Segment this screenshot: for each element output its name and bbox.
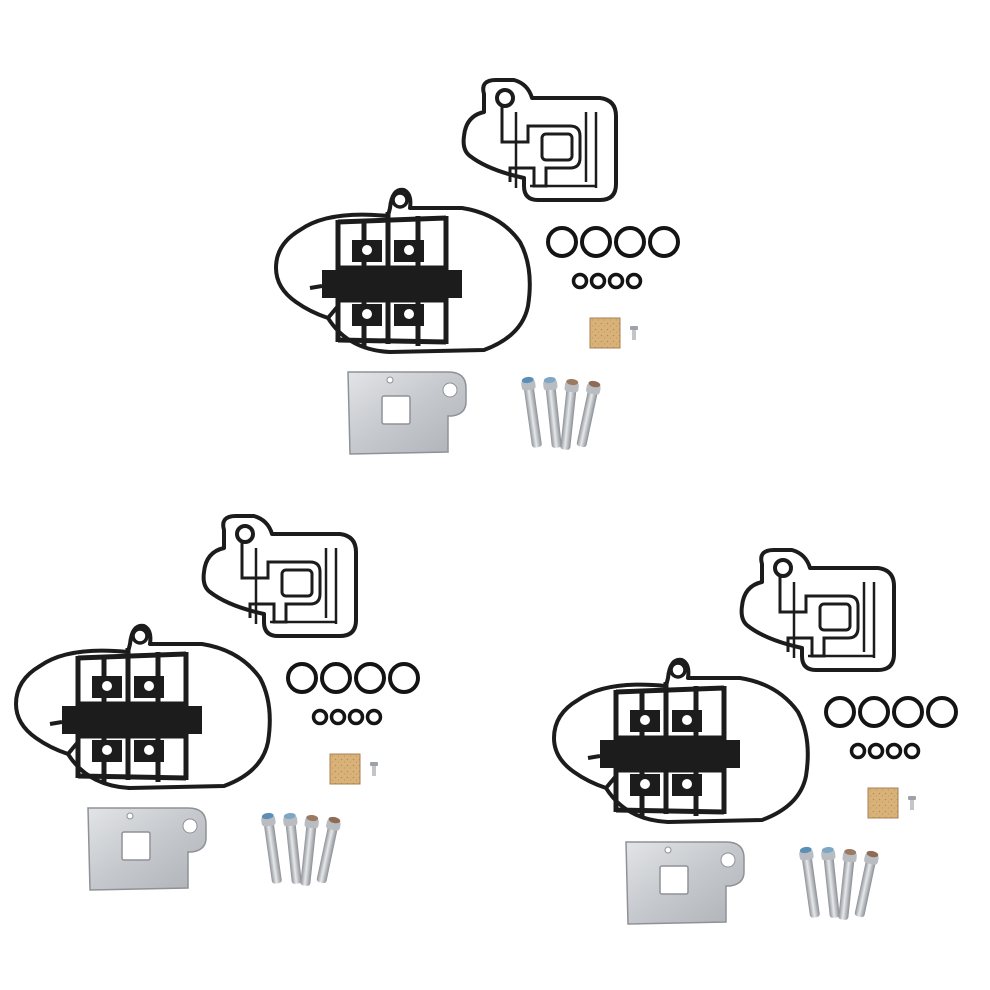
product-photo (13, 77, 959, 927)
